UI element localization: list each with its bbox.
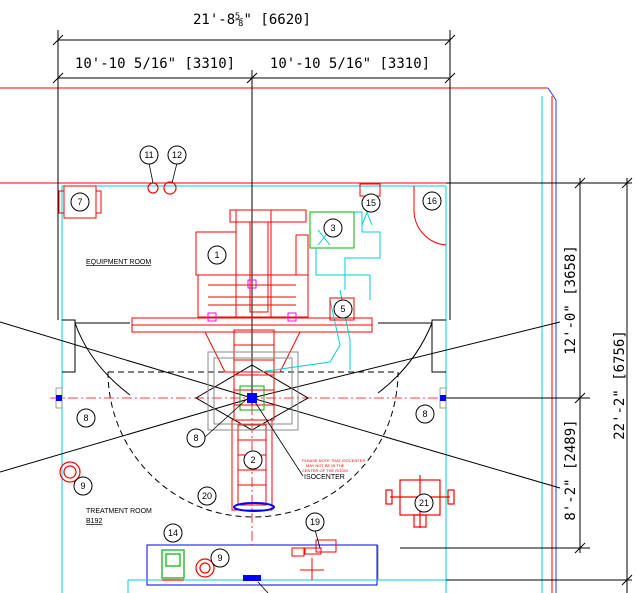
door-swing-16 xyxy=(413,186,447,246)
bubble-21: 21 xyxy=(414,493,434,513)
isocenter-note-line2: MAY NOT BE IN THE xyxy=(306,463,345,468)
svg-text:8: 8 xyxy=(193,433,198,443)
svg-text:16: 16 xyxy=(427,196,437,206)
wall-outlines xyxy=(0,87,557,593)
svg-text:14: 14 xyxy=(168,528,178,538)
bubble-14: 14 xyxy=(163,523,183,543)
floor-frame xyxy=(207,351,299,431)
bubble-8-center: 8 xyxy=(186,428,206,448)
svg-text:9: 9 xyxy=(80,481,85,491)
dim-overall-width: 21'-8⅝" [6620] xyxy=(193,12,311,28)
svg-text:1: 1 xyxy=(214,250,219,260)
bubble-15: 15 xyxy=(361,193,381,213)
svg-text:8: 8 xyxy=(83,413,88,423)
dim-lower-depth: 8'-2" [2489] xyxy=(563,419,579,520)
bubble-16: 16 xyxy=(422,191,442,211)
patient-couch xyxy=(231,329,275,511)
bubble-8-left: 8 xyxy=(76,408,96,428)
bubble-9-left: 9 xyxy=(73,476,93,496)
bubble-3: 3 xyxy=(323,218,343,238)
leader-lines xyxy=(148,162,321,549)
bubble-1: 1 xyxy=(207,245,227,265)
bubble-19: 19 xyxy=(305,512,325,532)
svg-text:20: 20 xyxy=(202,491,212,501)
svg-text:21: 21 xyxy=(419,498,429,508)
bubble-11: 11 xyxy=(139,145,159,165)
bubble-9-bottom: 9 xyxy=(210,548,230,568)
isocenter-note-line1: PLEASE NOTE THAT ISOCENTER xyxy=(302,458,365,463)
bubble-20: 20 xyxy=(197,486,217,506)
wall-lasers xyxy=(55,387,447,409)
dim-upper-depth: 12'-0" [3658] xyxy=(563,245,579,355)
item-19-cart xyxy=(291,539,337,580)
cart-14 xyxy=(161,549,185,581)
isocenter-note-line3: CENTER OF THE ROOM xyxy=(302,468,348,473)
bubble-2: 2 xyxy=(243,450,263,470)
isocenter-label: ISOCENTER xyxy=(304,474,345,481)
maze-walls xyxy=(62,319,446,396)
svg-text:8: 8 xyxy=(422,409,427,419)
svg-text:7: 7 xyxy=(77,197,82,207)
gantry-stand xyxy=(131,209,373,373)
isocenter-marker xyxy=(239,385,304,477)
svg-text:9: 9 xyxy=(217,553,222,563)
bubble-12: 12 xyxy=(167,145,187,165)
callout-bubbles: 1 2 3 5 7 8 8 8 9 9 11 12 14 15 16 19 20… xyxy=(70,145,442,568)
laser-lines xyxy=(0,321,561,489)
svg-text:11: 11 xyxy=(144,150,153,160)
couch-base xyxy=(233,502,275,512)
equipment-piping xyxy=(259,183,381,373)
bubble-7: 7 xyxy=(70,192,90,212)
svg-text:15: 15 xyxy=(366,198,376,208)
dim-total-depth: 22'-2" [6756] xyxy=(612,330,628,440)
bubble-8-right: 8 xyxy=(415,404,435,424)
svg-text:2: 2 xyxy=(250,455,255,465)
cabinet-7 xyxy=(58,185,102,219)
equipment-room-label: EQUIPMENT ROOM xyxy=(86,259,151,266)
dim-half-width-left: 10'-10 5/16" [3310] xyxy=(75,56,235,72)
svg-text:3: 3 xyxy=(330,223,335,233)
magenta-markers xyxy=(207,279,297,322)
treatment-room-label: TREATMENT ROOM xyxy=(86,508,152,515)
pointer-line xyxy=(257,581,269,593)
dimension-lines xyxy=(52,30,633,593)
floor-circles xyxy=(59,181,215,578)
svg-text:5: 5 xyxy=(340,304,345,314)
svg-text:19: 19 xyxy=(310,517,320,527)
svg-text:12: 12 xyxy=(172,150,182,160)
bubble-5: 5 xyxy=(333,299,353,319)
floor-plate xyxy=(243,575,261,581)
dim-half-width-right: 10'-10 5/16" [3310] xyxy=(270,56,430,72)
room-number-label: B192 xyxy=(86,518,102,525)
